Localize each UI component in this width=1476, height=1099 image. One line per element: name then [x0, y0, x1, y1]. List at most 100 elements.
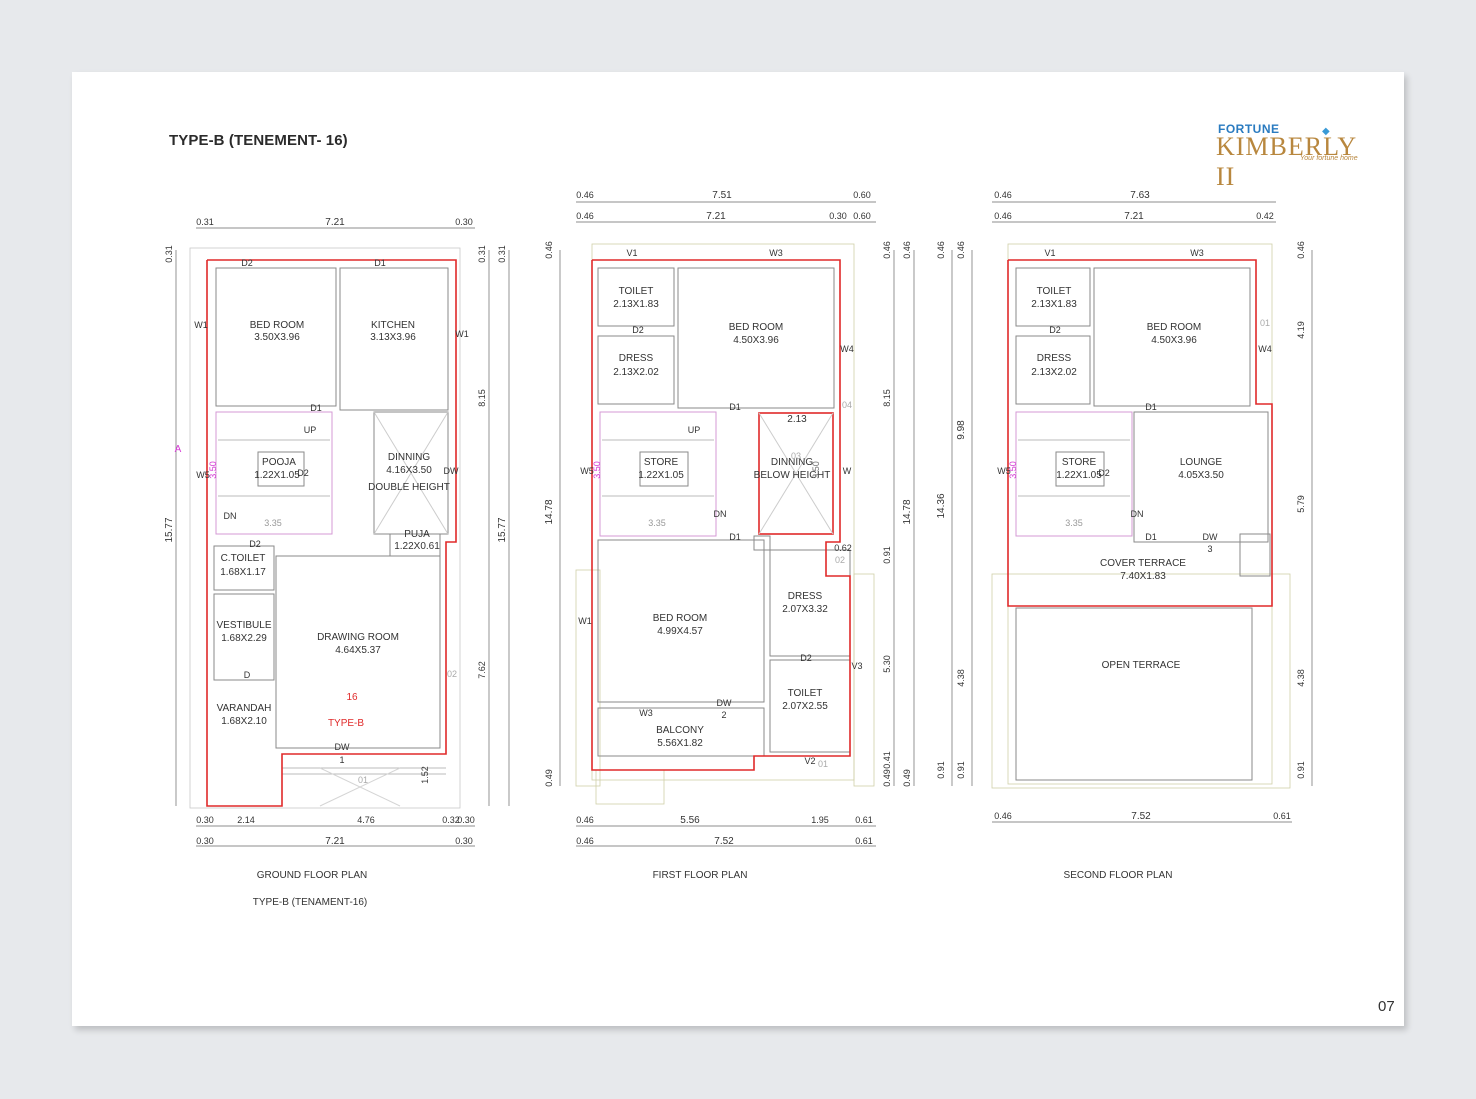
void-dim-v: 3.50: [811, 461, 821, 479]
dim: 0.61: [855, 836, 873, 846]
dim: 0.46: [936, 241, 946, 259]
room-dim: 2.13X2.02: [613, 367, 659, 378]
dim: 0.30: [196, 815, 214, 825]
room-dim: 1.22X0.61: [394, 541, 440, 552]
tag: DN: [1131, 509, 1144, 519]
logo-line2: KIMBERLY II: [1216, 132, 1357, 191]
tag: D2: [1098, 468, 1110, 478]
wall-open-terrace: [1015, 607, 1253, 781]
dim: 5.79: [1296, 495, 1306, 513]
dim: 0.60: [853, 211, 871, 221]
tag: 04: [842, 400, 852, 410]
tag: 01: [818, 759, 828, 769]
tag: V2: [804, 756, 815, 766]
stair-length: 3.35: [1065, 518, 1083, 528]
tag: DW: [1203, 532, 1218, 542]
ledge: [595, 769, 665, 805]
dim: 8.15: [477, 389, 487, 407]
dim: 14.36: [936, 493, 947, 518]
dim: 0.46: [994, 211, 1012, 221]
room-name: BALCONY: [656, 725, 704, 736]
wall-bedroom: [677, 267, 835, 409]
stair-down: DN: [224, 511, 237, 521]
dim: 7.63: [1130, 190, 1150, 201]
dim: 0.91: [936, 761, 946, 779]
dim: 0.46: [576, 815, 594, 825]
wall-dress2: [769, 549, 851, 657]
tag: DW: [717, 698, 732, 708]
dim: 5.30: [882, 655, 892, 673]
dim: 0.30: [457, 815, 475, 825]
wall-bedroom2: [597, 539, 765, 703]
room-dim: 4.99X4.57: [657, 626, 703, 637]
tag: 2: [721, 710, 726, 720]
tag: V3: [851, 661, 862, 671]
wall-duct: [1239, 533, 1271, 577]
wall-dress: [1015, 335, 1091, 405]
room-name: KITCHEN: [371, 320, 415, 331]
ground-floor-plan: [175, 227, 510, 847]
dim: 7.21: [1124, 211, 1144, 222]
room-dim: 1.68X2.10: [221, 716, 267, 727]
room-name: BED ROOM: [653, 613, 707, 624]
tag: 1: [339, 755, 344, 765]
stair-width: 3.50: [592, 461, 602, 479]
dim: 0.61: [1273, 811, 1291, 821]
room-dim: 1.68X2.29: [221, 633, 267, 644]
dim: 0.49: [544, 769, 554, 787]
dim: 15.77: [497, 517, 508, 542]
unit-type: TYPE-B: [328, 718, 364, 729]
dim: 0.46: [544, 241, 554, 259]
dim: 7.62: [477, 661, 487, 679]
room-dim: 4.05X3.50: [1178, 470, 1224, 481]
window-tag: W5: [196, 470, 210, 480]
plan-caption: FIRST FLOOR PLAN: [653, 870, 748, 881]
tag: V1: [1044, 248, 1055, 258]
tag: D1: [729, 402, 741, 412]
tag: D2: [632, 325, 644, 335]
page-number: 07: [1378, 998, 1395, 1015]
tag: W3: [639, 708, 653, 718]
plan-subcaption: TYPE-B (TENAMENT-16): [253, 897, 367, 908]
entry-line: [319, 767, 401, 807]
dim: 0.91: [1296, 761, 1306, 779]
unit-outline: [591, 259, 851, 771]
tag: 03: [791, 451, 801, 461]
dinning-void: [758, 412, 834, 535]
wall-kitchen: [339, 267, 449, 411]
dim: 0.31: [164, 245, 174, 263]
room-dim: BELOW HEIGHT: [754, 470, 831, 481]
wall-niche: [753, 535, 771, 551]
dim: 0.49: [882, 769, 892, 787]
door-tag: D1: [310, 403, 322, 413]
door-tag: D: [244, 670, 251, 680]
wall-balcony: [597, 707, 765, 757]
dim: 7.21: [706, 211, 726, 222]
dim: 0.46: [994, 190, 1012, 200]
plan-caption: SECOND FLOOR PLAN: [1064, 870, 1173, 881]
balcony-ledge: [575, 569, 601, 787]
wall-stair: [599, 411, 717, 537]
brand-logo: FORTUNE ◆ KIMBERLY II Your fortune home: [1212, 120, 1372, 191]
stair-length: 3.35: [264, 518, 282, 528]
dim: 2.14: [237, 815, 255, 825]
dim: 8.15: [882, 389, 892, 407]
dim: 0.49: [902, 769, 912, 787]
wall-store: [1055, 451, 1105, 487]
door-tag: D2: [249, 539, 261, 549]
dim: 4.38: [956, 669, 966, 687]
tag: D1: [1145, 532, 1157, 542]
logo-tagline: Your fortune home: [1300, 155, 1358, 162]
dim: 0.46: [576, 211, 594, 221]
dim: 9.98: [956, 420, 967, 440]
dim: 0.32: [442, 815, 460, 825]
void-dim: 2.13: [787, 414, 807, 425]
tag: W4: [840, 344, 854, 354]
room-name: BED ROOM: [250, 320, 304, 331]
diamond-icon: ◆: [1322, 126, 1330, 137]
room-name: PUJA: [404, 529, 430, 540]
dim: 4.19: [1296, 321, 1306, 339]
stair-width: 3.50: [1008, 461, 1018, 479]
room-dim: 1.22X1.05: [254, 470, 300, 481]
dim: 0.91: [882, 546, 892, 564]
